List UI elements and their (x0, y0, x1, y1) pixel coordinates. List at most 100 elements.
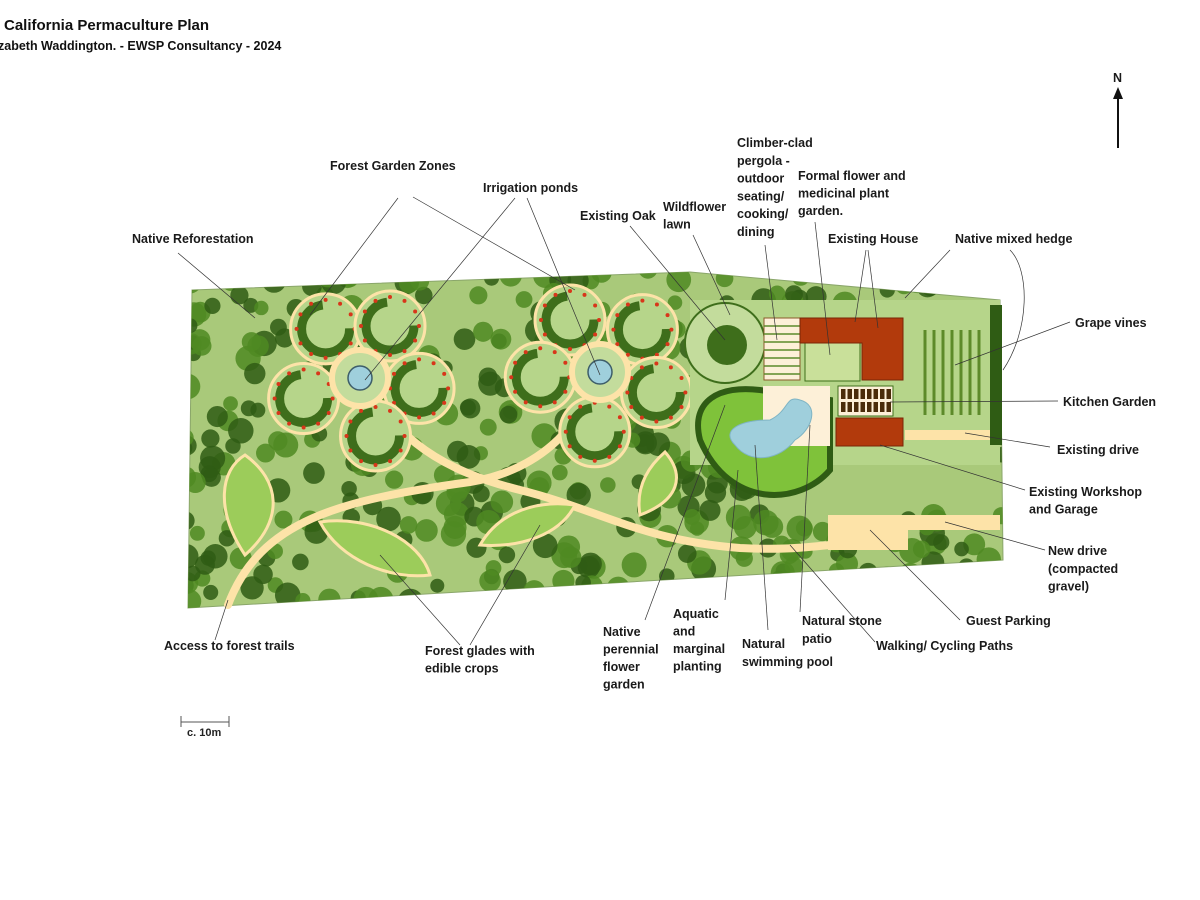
flower-icon (294, 326, 299, 331)
flower-icon (679, 405, 684, 410)
flower-icon (654, 352, 659, 357)
tree-icon (478, 367, 498, 387)
natural-swimming-pool (729, 398, 813, 459)
label-irrigation-ponds: Irrigation ponds (483, 181, 578, 195)
existing-workshop (835, 417, 904, 447)
tree-icon (715, 272, 734, 288)
tree-icon (498, 546, 516, 564)
tree-icon (666, 272, 692, 293)
raised-bed (867, 389, 872, 399)
flower-icon (621, 429, 626, 434)
flower-icon (563, 429, 568, 434)
forest-garden-zones (267, 283, 693, 473)
tree-icon (218, 530, 236, 547)
tree-icon (912, 540, 931, 558)
flower-icon (326, 411, 331, 416)
flower-icon (640, 298, 645, 303)
tree-icon (532, 533, 558, 559)
tree-icon (484, 272, 500, 286)
kitchen-garden-beds (841, 389, 891, 412)
flower-icon (359, 408, 364, 413)
tree-icon (704, 481, 727, 504)
raised-bed (860, 402, 865, 412)
flower-icon (679, 376, 684, 381)
tree-icon (469, 286, 488, 305)
tree-icon (515, 588, 539, 608)
flower-icon (362, 309, 367, 314)
homestead-zone (684, 300, 1002, 550)
label-native-hedge: Native mixed hedge (955, 232, 1072, 246)
tree-icon (954, 541, 969, 557)
flower-icon (417, 324, 421, 329)
forest-glades (222, 449, 678, 578)
existing-oak (707, 325, 747, 365)
fruit-tree-ring (541, 291, 599, 349)
flower-icon (523, 400, 528, 405)
tree-icon (485, 560, 502, 576)
raised-bed (854, 389, 859, 399)
tree-icon (256, 443, 275, 463)
flower-icon (373, 462, 378, 467)
fruit-tree-ring (613, 301, 671, 359)
tree-icon (755, 596, 775, 608)
raised-bed (841, 402, 846, 412)
tree-icon (254, 300, 269, 316)
flower-icon (607, 454, 612, 459)
plan-subtitle: zabeth Waddington. - EWSP Consultancy - … (0, 39, 281, 53)
tree-icon (769, 272, 788, 278)
flower-icon (431, 361, 436, 366)
tree-icon (786, 515, 813, 542)
flower-icon (625, 352, 630, 357)
tree-icon (270, 318, 287, 336)
tree-icon (807, 584, 828, 605)
tree-icon (677, 544, 697, 563)
tree-icon (430, 578, 445, 593)
flower-icon (287, 421, 292, 426)
tree-icon (784, 556, 803, 576)
tree-icon (606, 576, 630, 600)
tree-icon (958, 558, 975, 575)
tree-icon (993, 273, 1003, 289)
tree-icon (959, 272, 983, 289)
site-area (187, 271, 1004, 609)
flower-icon (593, 332, 598, 337)
flower-icon (668, 415, 673, 420)
tree-icon (848, 575, 863, 590)
tree-icon (459, 399, 476, 416)
tree-icon (188, 429, 194, 447)
flower-icon (509, 375, 514, 380)
fruit-tree-ring (297, 300, 355, 358)
irrigation-pond (347, 365, 373, 391)
label-forest-garden-zones: Forest Garden Zones (330, 159, 456, 173)
flower-icon (523, 350, 528, 355)
tree-icon (791, 272, 810, 286)
tree-icon (440, 521, 467, 547)
flower-icon (323, 355, 328, 360)
flower-icon (563, 389, 568, 394)
plan-title: California Permaculture Plan (4, 17, 209, 34)
tree-icon (955, 564, 982, 591)
flower-icon (316, 371, 321, 376)
tree-icon (202, 467, 221, 487)
flower-icon (417, 357, 422, 362)
tree-icon (261, 272, 287, 293)
tree-icon (188, 565, 201, 582)
tree-icon (915, 590, 933, 608)
tree-icon (204, 297, 221, 314)
tree-icon (479, 418, 497, 436)
tree-icon (415, 286, 433, 305)
tree-icon (189, 525, 205, 541)
scale-bar: c. 10m (180, 716, 230, 739)
tree-icon (472, 485, 490, 503)
tree-icon (559, 272, 575, 277)
flower-icon (538, 346, 543, 351)
tree-icon (401, 272, 426, 284)
tree-icon (733, 515, 757, 539)
label-grape-vines: Grape vines (1075, 316, 1147, 330)
tree-icon (897, 272, 921, 289)
flower-icon (431, 411, 436, 416)
tree-icon (201, 429, 220, 448)
tree-icon (194, 554, 215, 575)
tree-icon (555, 598, 576, 608)
